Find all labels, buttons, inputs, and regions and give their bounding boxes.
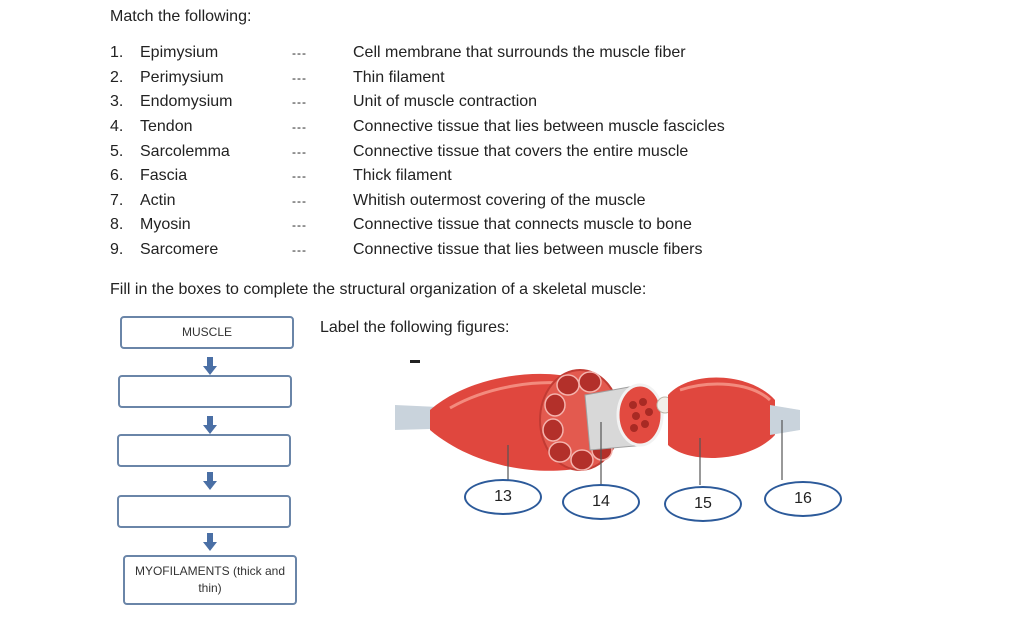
match-term: Fascia: [140, 167, 188, 184]
match-number: 8.: [110, 216, 124, 233]
match-definition: Connective tissue that lies between musc…: [353, 118, 725, 135]
match-term: Endomysium: [140, 93, 233, 110]
fascicle-end: [616, 383, 664, 447]
match-definition: Thin filament: [353, 69, 445, 86]
callout-13[interactable]: 13: [464, 479, 542, 515]
match-number: 1.: [110, 44, 124, 61]
match-definition: Thick filament: [353, 167, 452, 184]
match-term: Actin: [140, 192, 176, 209]
match-definition: Connective tissue that covers the entire…: [353, 143, 689, 160]
figure-mark: [410, 360, 420, 363]
match-term: Epimysium: [140, 44, 219, 61]
match-definition: Connective tissue that connects muscle t…: [353, 216, 692, 233]
match-row: 4. Tendon --- Connective tissue that lies b…: [110, 118, 790, 142]
match-term: Sarcomere: [140, 241, 219, 258]
matching-heading: Match the following:: [110, 8, 252, 25]
match-dash: ---: [292, 169, 307, 183]
callout-16[interactable]: 16: [764, 481, 842, 517]
match-definition: Connective tissue that lies between musc…: [353, 241, 703, 258]
match-row: 5. Sarcolemma --- Connective tissue that co…: [110, 143, 790, 167]
match-definition: Cell membrane that surrounds the muscle …: [353, 44, 686, 61]
match-definition: Whitish outermost covering of the muscle: [353, 192, 646, 209]
match-row: 7. Actin --- Whitish outermost covering of …: [110, 192, 790, 216]
label-heading: Label the following figures:: [320, 319, 510, 336]
match-number: 5.: [110, 143, 124, 160]
down-arrow-icon: [203, 357, 217, 375]
org-box-blank-1[interactable]: [118, 375, 292, 408]
match-number: 6.: [110, 167, 124, 184]
callout-15[interactable]: 15: [664, 486, 742, 522]
match-dash: ---: [292, 194, 307, 208]
match-dash: ---: [292, 145, 307, 159]
match-number: 4.: [110, 118, 124, 135]
down-arrow-icon: [203, 472, 217, 490]
match-number: 7.: [110, 192, 124, 209]
match-dash: ---: [292, 243, 307, 257]
org-box-blank-2[interactable]: [117, 434, 291, 467]
match-number: 9.: [110, 241, 124, 258]
muscle-body-right: [668, 377, 775, 458]
match-row: 1. Epimysium --- Cell membrane that surroun…: [110, 44, 790, 68]
match-dash: ---: [292, 71, 307, 85]
match-row: 2. Perimysium --- Thin filament: [110, 69, 790, 93]
match-number: 2.: [110, 69, 124, 86]
down-arrow-icon: [203, 416, 217, 434]
down-arrow-icon: [203, 533, 217, 551]
muscle-figure: [395, 360, 800, 485]
match-row: 8. Myosin --- Connective tissue that connec…: [110, 216, 790, 240]
right-tendon: [770, 405, 800, 435]
org-box-muscle: MUSCLE: [120, 316, 294, 349]
match-row: 9. Sarcomere --- Connective tissue that lie…: [110, 241, 790, 265]
match-dash: ---: [292, 95, 307, 109]
callout-14[interactable]: 14: [562, 484, 640, 520]
match-dash: ---: [292, 46, 307, 60]
org-box-blank-3[interactable]: [117, 495, 291, 528]
fill-heading: Fill in the boxes to complete the struct…: [110, 281, 647, 298]
match-row: 6. Fascia --- Thick filament: [110, 167, 790, 191]
match-term: Tendon: [140, 118, 193, 135]
match-row: 3. Endomysium --- Unit of muscle contractio…: [110, 93, 790, 117]
match-definition: Unit of muscle contraction: [353, 93, 538, 110]
match-term: Sarcolemma: [140, 143, 230, 160]
match-term: Myosin: [140, 216, 191, 233]
match-term: Perimysium: [140, 69, 224, 86]
match-dash: ---: [292, 218, 307, 232]
match-number: 3.: [110, 93, 124, 110]
match-dash: ---: [292, 120, 307, 134]
org-box-myofilaments: MYOFILAMENTS (thick and thin): [123, 555, 297, 605]
